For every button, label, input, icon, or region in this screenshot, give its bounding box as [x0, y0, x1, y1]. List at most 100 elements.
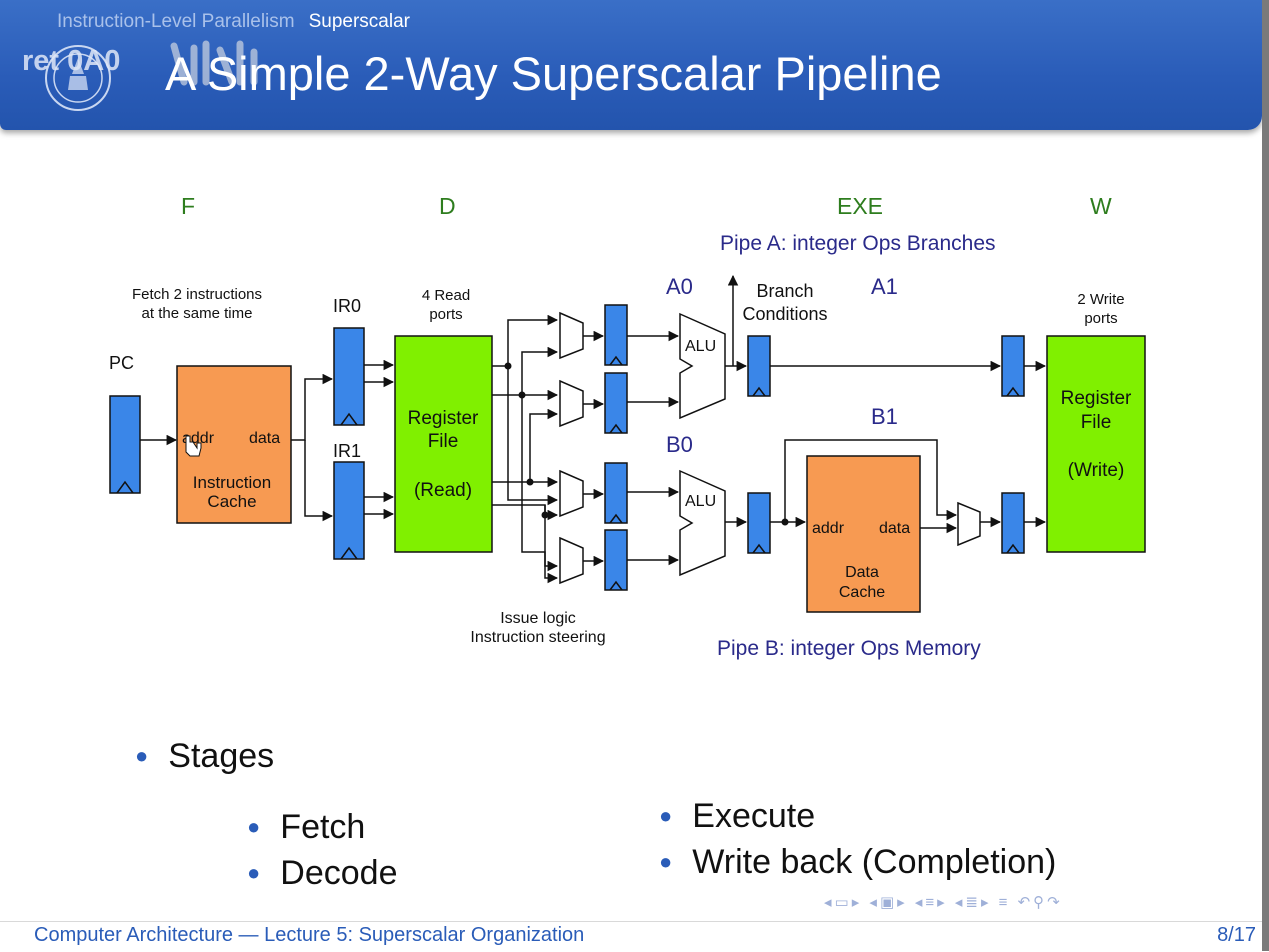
nav-next-slide-icon[interactable]: ▸: [851, 894, 863, 911]
nav-document-icon[interactable]: ≡: [998, 894, 1011, 911]
bullet-dot-icon: ●: [247, 814, 261, 839]
nav-forward-icon[interactable]: ↷: [1047, 894, 1063, 911]
issue-logic-line1: Issue logic: [500, 610, 576, 627]
pc-register: [109, 395, 141, 494]
overlay-tag: ret 0A0: [22, 45, 121, 77]
nav-subsection-icon[interactable]: ≡: [925, 894, 938, 911]
a1-label: A1: [871, 274, 898, 299]
bullet-fetch: ● Fetch: [247, 806, 398, 852]
pipe-a-label: Pipe A: integer Ops Branches: [720, 232, 996, 255]
alu-a0: [679, 312, 726, 420]
slide-header: Instruction-Level Parallelism Superscalar…: [0, 0, 1262, 130]
sub-bullets-right: ● Execute ● Write back (Completion): [659, 795, 1056, 887]
b1-label: B1: [871, 404, 898, 429]
ir1-register: [333, 461, 365, 560]
bullet-decode: ●Decode: [247, 852, 398, 898]
breadcrumb: Instruction-Level Parallelism Superscalar: [57, 11, 410, 33]
issue-mux-3: [559, 469, 584, 518]
hand-cursor-icon: [185, 435, 202, 457]
bullet-fetch-text: Fetch: [280, 808, 366, 846]
icache-name-line1: Instruction: [193, 473, 271, 492]
dcache-addr-label: addr: [812, 520, 845, 537]
issue-mux-2: [559, 379, 584, 428]
nav-next-subsection-icon[interactable]: ▸: [937, 894, 948, 911]
nav-frame-icon[interactable]: ▣: [879, 894, 898, 911]
data-cache: [806, 455, 921, 613]
alu-b0: [679, 469, 726, 577]
pipe-b-label: Pipe B: integer Ops Memory: [717, 637, 981, 660]
breadcrumb-section[interactable]: Instruction-Level Parallelism: [57, 11, 295, 32]
stage-label-w: W: [1090, 193, 1112, 219]
nav-prev-section-icon[interactable]: ◂: [954, 894, 966, 911]
read-ports-line1: 4 Read: [422, 287, 470, 304]
fetch-note-line1: Fetch 2 instructions: [132, 286, 262, 303]
bullet-decode-text: Decode: [280, 854, 398, 892]
bullet-dot-icon: ●: [659, 803, 673, 828]
bullet-execute: ● Execute: [659, 795, 1056, 841]
bullet-stages-text: Stages: [168, 737, 275, 775]
bullet-dot-icon: ●: [659, 849, 673, 874]
window-edge: [1262, 0, 1269, 951]
beamer-nav-controls: ◂▭▸ ◂▣▸ ◂≡▸ ◂≣▸ ≡ ↶⚲↷: [824, 893, 1063, 911]
nav-slide-icon[interactable]: ▭: [834, 894, 852, 911]
bullet-stages: ● Stages: [135, 737, 274, 776]
b1-input-register: [747, 492, 771, 554]
dcache-name-line1: Data: [845, 564, 879, 581]
regfile-write-line1: Register: [1061, 388, 1132, 409]
instruction-cache: [176, 365, 292, 524]
issue-logic-line2: Instruction steering: [470, 629, 605, 646]
slide-footer: Computer Architecture — Lecture 5: Super…: [0, 921, 1262, 952]
writeback-mux: [957, 501, 981, 547]
register-file-read: [394, 335, 493, 553]
issue-mux-4: [559, 536, 584, 585]
dcache-name-line2: Cache: [839, 584, 885, 601]
register-file-write: [1046, 335, 1146, 553]
nav-section-icon[interactable]: ≣: [965, 894, 981, 911]
bullet-writeback: ● Write back (Completion): [659, 841, 1056, 887]
branch-conditions-line1: Branch: [756, 281, 813, 301]
regfile-write-line3: (Write): [1068, 460, 1125, 481]
nav-prev-frame-icon[interactable]: ◂: [869, 894, 880, 911]
issue-steering-wires: [492, 314, 559, 584]
nav-next-section-icon[interactable]: ▸: [980, 894, 992, 911]
issue-mux-1: [559, 311, 584, 360]
alu-a0-label: ALU: [685, 338, 716, 355]
bullet-dot-icon: ●: [135, 743, 149, 768]
read-ports-line2: ports: [429, 306, 462, 323]
regfile-read-line3: (Read): [414, 480, 472, 501]
dcache-data-label: data: [879, 520, 910, 537]
icache-data-label: data: [249, 430, 280, 447]
alu-b0-label: ALU: [685, 493, 716, 510]
footer-lecture-title: Computer Architecture — Lecture 5: Super…: [34, 924, 585, 946]
fetch-note-line2: at the same time: [142, 305, 253, 322]
regfile-write-line2: File: [1081, 412, 1112, 433]
operand-registers: [604, 304, 628, 591]
pc-label: PC: [109, 353, 134, 373]
regfile-read-line1: Register: [408, 408, 479, 429]
nav-back-icon[interactable]: ↶: [1017, 894, 1034, 911]
stage-label-exe: EXE: [837, 193, 883, 219]
regfile-read-line2: File: [428, 431, 459, 452]
b-writeback-register: [1001, 492, 1025, 554]
sub-bullets-left: ● Fetch ●Decode: [247, 806, 398, 898]
slide-title: A Simple 2-Way Superscalar Pipeline: [165, 47, 942, 100]
nav-next-frame-icon[interactable]: ▸: [897, 894, 908, 911]
ir0-label: IR0: [333, 296, 361, 316]
branch-conditions-line2: Conditions: [742, 304, 827, 324]
video-logo-icon: [170, 40, 258, 86]
a0-label: A0: [666, 274, 693, 299]
write-ports-line1: 2 Write: [1077, 291, 1124, 308]
bullet-execute-text: Execute: [692, 797, 816, 835]
ir0-register: [333, 327, 365, 426]
footer-page-number: 8/17: [1217, 924, 1256, 946]
stage-label-d: D: [439, 193, 456, 219]
breadcrumb-current[interactable]: Superscalar: [308, 11, 410, 32]
nav-search-icon[interactable]: ⚲: [1033, 894, 1048, 911]
nav-prev-slide-icon[interactable]: ◂: [824, 894, 835, 911]
bullet-writeback-text: Write back (Completion): [692, 843, 1057, 881]
b0-label: B0: [666, 432, 693, 457]
ir1-label: IR1: [333, 441, 361, 461]
icache-name-line2: Cache: [207, 492, 256, 511]
nav-prev-subsection-icon[interactable]: ◂: [914, 894, 926, 911]
